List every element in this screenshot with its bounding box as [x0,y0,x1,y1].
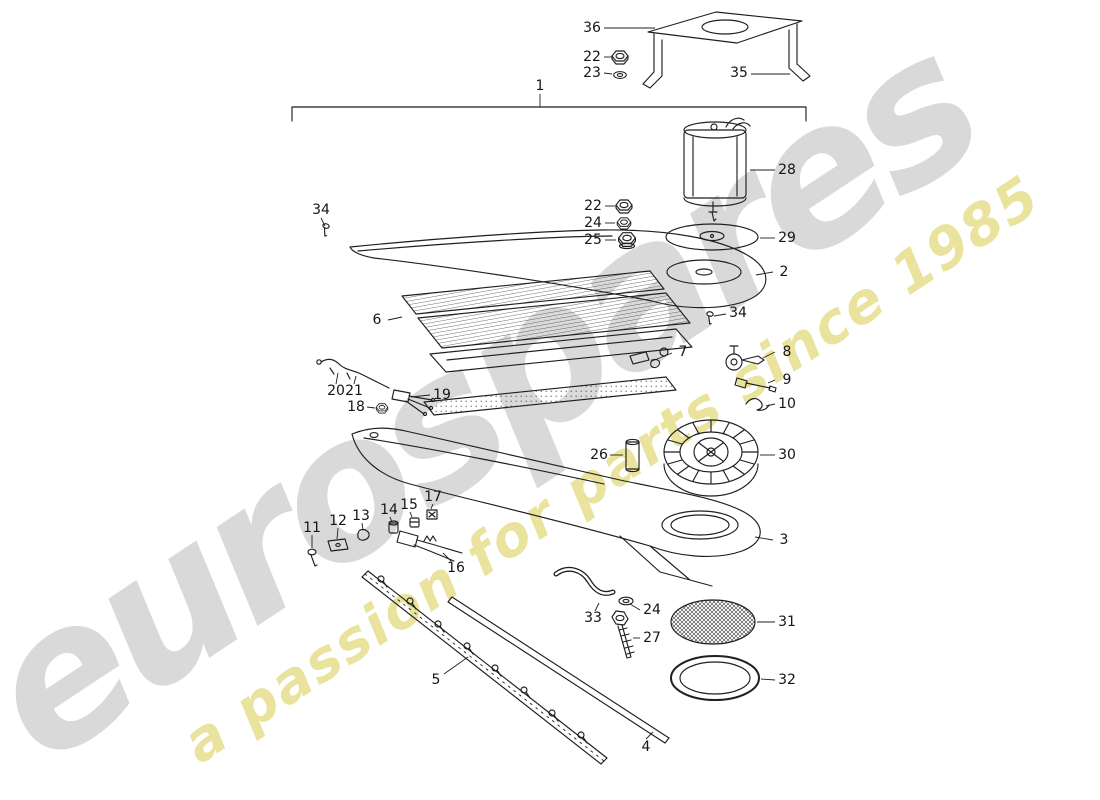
part-11-screw [307,548,318,567]
part-18-nut [375,403,389,414]
part-27-bolt [611,610,635,659]
part-19-wiring-harness [391,389,436,417]
part-23-washer [613,71,627,79]
part-4-trim-strip [447,596,670,744]
part-26-bushing [625,438,640,473]
part-29-gasket-disc [665,223,759,251]
part-16-lever-assembly [396,530,463,562]
part-34-screw-right [704,310,715,325]
part-2-upper-housing [349,229,767,309]
part-10-clip [745,398,770,411]
part-28-blower-motor [683,117,751,222]
leader-lines [311,27,790,740]
part-22-nut-top [611,50,629,65]
part-22-nut-mid [615,199,633,214]
part-24-nut-mid [616,217,632,230]
part-31-mesh-grille [670,599,756,645]
assembly-bracket [291,106,807,122]
part-33-hose [553,566,616,596]
part-14-grommet [388,520,399,534]
part-3-lower-housing [351,427,761,587]
part-12-plate [327,538,349,552]
part-6-heat-exchanger-core [401,270,691,349]
part-17-square-nut [426,509,438,520]
part-5-mounting-rail [361,570,608,765]
part-9-cable-fitting [734,377,777,393]
part-25-flange-nut [617,232,637,250]
part-30-blower-wheel [663,419,759,497]
part-8-heater-valve [725,345,765,371]
part-24-washer-bottom [618,596,634,606]
part-20-21-control-cable [316,358,390,389]
part-36-top-plate [647,11,803,44]
part-7-element [423,328,693,416]
part-32-seal-ring [670,655,760,701]
part-15-sleeve [409,517,420,528]
part-35-strap-bracket [642,23,811,89]
part-13-clip [357,528,370,541]
